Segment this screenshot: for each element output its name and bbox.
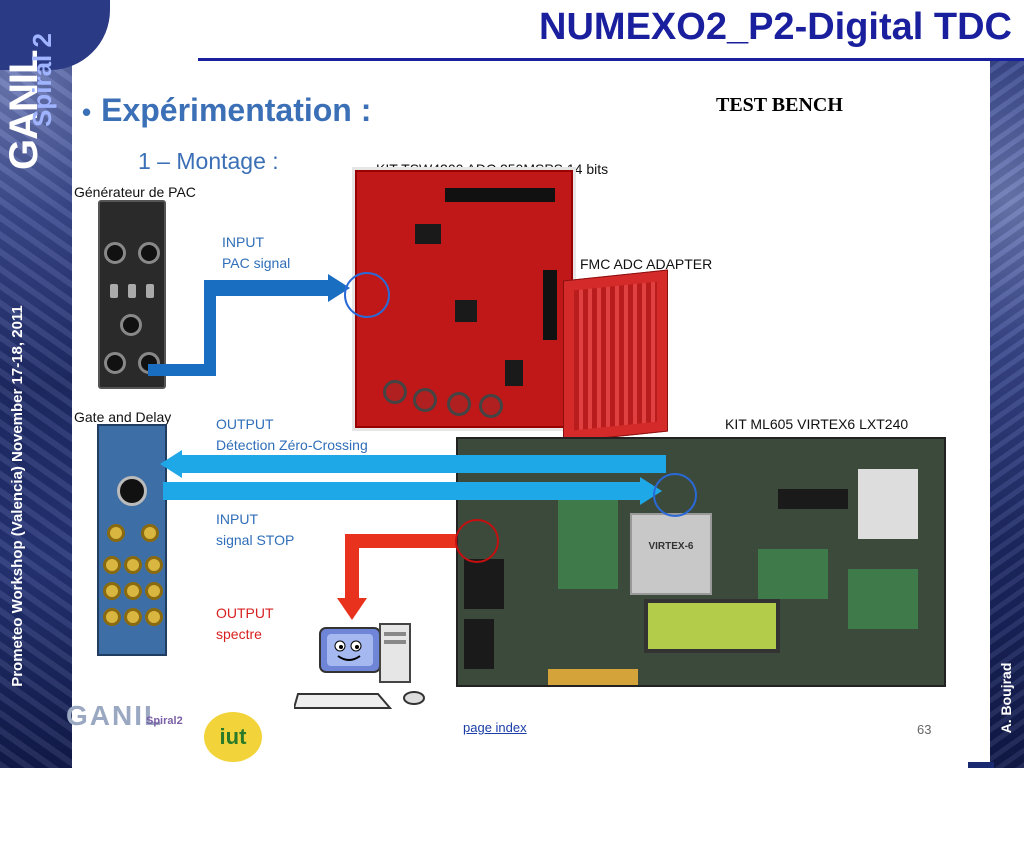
computer-icon (294, 623, 425, 709)
input-stop-line2: signal STOP (216, 532, 295, 548)
connector-icon (103, 608, 121, 626)
board-area (558, 499, 618, 589)
input-stop-label: INPUT signal STOP (216, 509, 294, 551)
connector-icon (124, 556, 142, 574)
dvi-port (464, 619, 494, 669)
test-bench-label: TEST BENCH (716, 94, 843, 116)
connector-icon (383, 380, 407, 404)
connector-icon (141, 524, 159, 542)
slide-title: NUMEXO2_P2-Digital TDC (539, 6, 1012, 48)
output-zc-line1: OUTPUT (216, 416, 274, 432)
fmc-adapter-image (563, 269, 668, 443)
ethernet-port (464, 559, 504, 609)
side-connector (543, 270, 557, 340)
card-slot (858, 469, 918, 539)
pac-arrow-segment (204, 280, 216, 376)
bullet-text: Expérimentation : (101, 92, 372, 128)
spectre-arrow-segment (345, 534, 359, 600)
fmc-adapter-label: FMC ADC ADAPTER (580, 256, 713, 272)
highlight-circle (344, 272, 390, 318)
board-area (848, 569, 918, 629)
connector-icon (124, 608, 142, 626)
connector-icon (413, 388, 437, 412)
fpga-chip: VIRTEX-6 (630, 513, 712, 595)
input-stop-line1: INPUT (216, 511, 258, 527)
knob-icon (138, 242, 160, 264)
page-number: 63 (917, 722, 932, 737)
stop-arrow-body (163, 482, 641, 500)
ganil-footer-logo: GANIL (66, 700, 164, 731)
connector-icon (145, 608, 163, 626)
connector-icon (107, 524, 125, 542)
connector-icon (103, 582, 121, 600)
output-spectre-line1: OUTPUT (216, 605, 274, 621)
knob-icon (120, 314, 142, 336)
spectre-arrow-segment (345, 534, 457, 548)
pcie-edge (548, 669, 638, 685)
highlight-circle (653, 473, 697, 517)
output-zc-label: OUTPUT Détection Zéro-Crossing (216, 414, 368, 456)
sub-heading: 1 – Montage : (138, 148, 279, 174)
bullet-heading: • Expérimentation : (82, 92, 371, 129)
knob-icon (117, 476, 147, 506)
connector-icon (145, 556, 163, 574)
right-banner (990, 60, 1024, 768)
connector-icon (145, 582, 163, 600)
ml605-board-image: VIRTEX-6 (456, 437, 946, 687)
spiral-logo-vertical: Spiral 2 (27, 33, 57, 127)
pac-generator-device (98, 200, 166, 389)
connector-icon (103, 556, 121, 574)
chip (455, 300, 477, 322)
pac-arrow-segment (148, 364, 216, 376)
switch-icon (128, 284, 136, 298)
left-banner (0, 0, 72, 768)
ml605-kit-label: KIT ML605 VIRTEX6 LXT240 (725, 416, 909, 432)
spiral2-footer-logo: Spiral2 (146, 715, 183, 727)
iut-logo: iut (204, 712, 262, 762)
title-underline (198, 58, 1024, 61)
output-spectre-label: OUTPUT spectre (216, 603, 274, 645)
bullet-dot-icon: • (82, 97, 92, 127)
input-pac-label: INPUT PAC signal (222, 232, 290, 274)
lcd-display (644, 599, 780, 653)
output-spectre-line2: spectre (216, 626, 262, 642)
header-connector (445, 188, 555, 202)
gate-delay-device (97, 424, 167, 656)
arrow-down-icon (337, 598, 367, 620)
output-zc-line2: Détection Zéro-Crossing (216, 437, 368, 453)
pac-generator-label: Générateur de PAC (74, 184, 196, 200)
board-area (758, 549, 828, 599)
input-pac-line2: PAC signal (222, 255, 291, 271)
pac-arrow-segment (204, 280, 330, 296)
switch-icon (146, 284, 154, 298)
fpga-marking: VIRTEX-6 (648, 541, 694, 552)
connector-icon (447, 392, 471, 416)
footer-decoration (968, 762, 994, 768)
connector-icon (479, 394, 503, 418)
author-caption: A. Boujrad (998, 662, 1014, 734)
highlight-circle (455, 519, 499, 563)
connector-icon (124, 582, 142, 600)
switch-icon (110, 284, 118, 298)
input-pac-line1: INPUT (222, 234, 264, 250)
dip-switches (778, 489, 848, 509)
chip (415, 224, 441, 244)
chip (505, 360, 523, 386)
gate-delay-label: Gate and Delay (74, 409, 172, 425)
knob-icon (104, 242, 126, 264)
zc-arrow-body (180, 455, 666, 473)
page-index-link[interactable]: page index (463, 720, 527, 735)
arrow-left-icon (160, 450, 182, 478)
workshop-caption: Prometeo Workshop (Valencia) November 17… (9, 305, 26, 687)
knob-icon (104, 352, 126, 374)
